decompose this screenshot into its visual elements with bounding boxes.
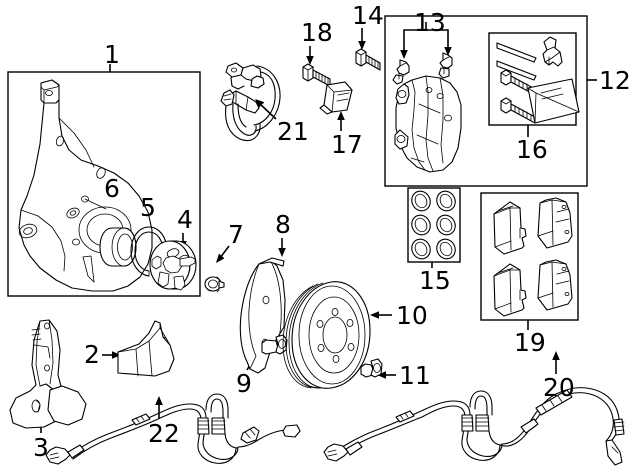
part-lower-splash-shield (9, 319, 87, 429)
callout-label-2: 2 (84, 340, 100, 369)
callout-label-9: 9 (236, 369, 252, 398)
callout-label-10: 10 (396, 301, 428, 330)
part-brake-hose-assembly (220, 62, 281, 142)
part-brake-rotor (282, 281, 371, 389)
part-banjo-bolt (302, 63, 331, 87)
callout-label-11: 11 (399, 361, 431, 390)
part-wheel-hub-bearing (149, 240, 197, 291)
part-abs-sensor-left (45, 393, 301, 465)
callout-label-22: 22 (148, 419, 180, 448)
callout-label-1: 1 (104, 40, 120, 69)
callout-label-7: 7 (228, 220, 244, 249)
callout-label-8: 8 (275, 210, 291, 239)
callout-label-15: 15 (419, 266, 451, 295)
part-brake-hose-bracket (117, 320, 175, 377)
callout-label-5: 5 (140, 193, 156, 222)
callout-label-18: 18 (301, 18, 333, 47)
callout-label-17: 17 (331, 130, 363, 159)
part-brake-pad-set (493, 197, 573, 317)
callout-label-19: 19 (514, 328, 546, 357)
callout-label-3: 3 (33, 433, 49, 462)
box-12-caliper-assembly (384, 15, 588, 187)
box-1-steering-knuckle (7, 71, 201, 297)
part-caliper-mounting-bolt (355, 48, 381, 71)
callout-label-20: 20 (543, 373, 575, 402)
part-rotor-retaining-screw (360, 358, 383, 378)
box-16-hardware-kit (488, 32, 577, 126)
callout-label-16: 16 (516, 135, 548, 164)
callout-label-12: 12 (599, 66, 631, 95)
part-anti-rattle-clip (319, 81, 353, 115)
callout-label-13: 13 (414, 8, 446, 37)
callout-label-21: 21 (277, 117, 309, 146)
part-shield-bolt-washer (204, 276, 225, 293)
part-shield-screw (261, 334, 288, 355)
part-hardware-kit (496, 36, 580, 124)
callout-label-6: 6 (104, 174, 120, 203)
callout-label-14: 14 (352, 1, 384, 30)
leader-21 (259, 103, 277, 120)
part-bleeder-valves (392, 52, 453, 85)
box-19-brake-pads (480, 192, 579, 321)
part-bearing-race (99, 227, 137, 267)
part-piston-seal-kit (411, 190, 456, 260)
callout-label-4: 4 (177, 205, 193, 234)
part-brake-splash-shield (239, 257, 286, 374)
part-caliper-body (394, 75, 462, 173)
box-15-seal-kit (407, 187, 461, 263)
part-abs-sensor-right (323, 387, 625, 466)
